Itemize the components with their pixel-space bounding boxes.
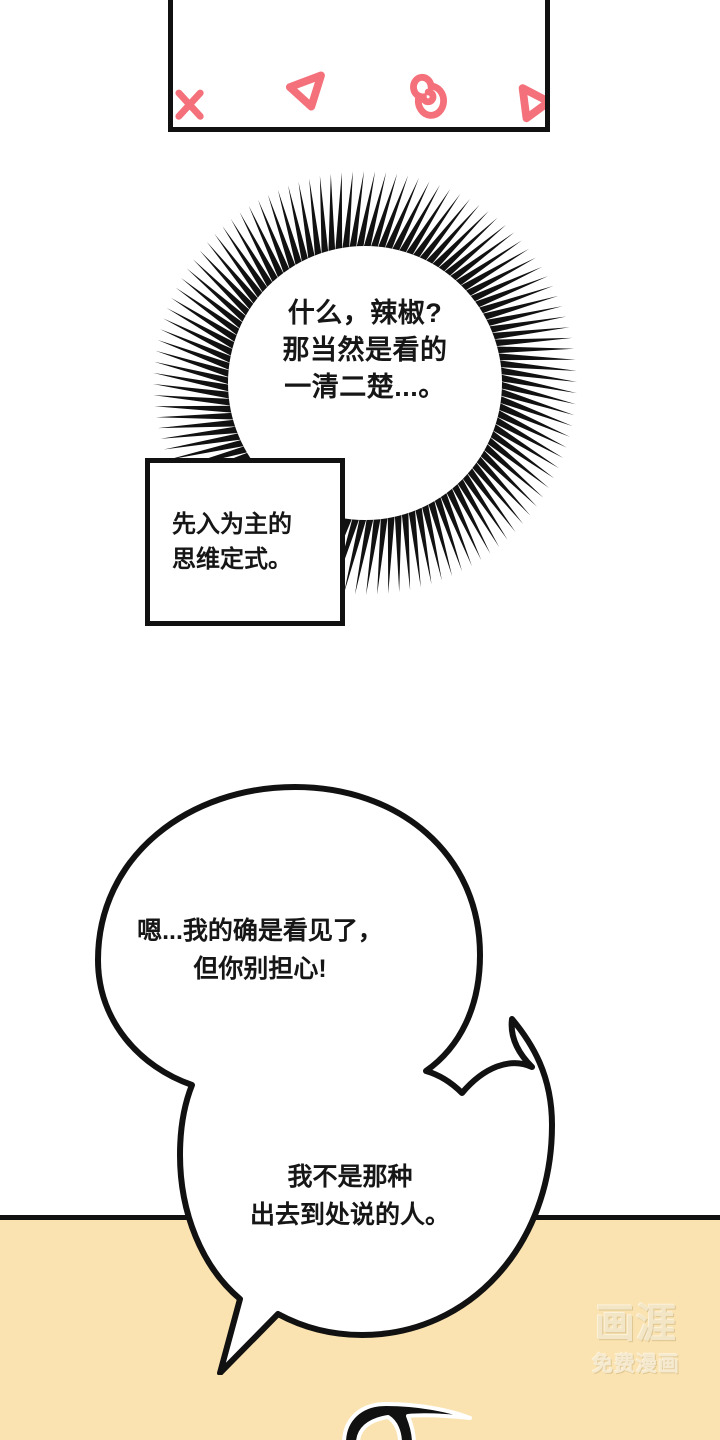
- dialogue-lower-lobe-text: 我不是那种 出去到处说的人。: [249, 1163, 450, 1229]
- narration-caption-text: 先入为主的 思维定式。: [172, 511, 292, 573]
- hair-tuft-sliver: [342, 1402, 472, 1440]
- top-panel: [168, 0, 550, 132]
- dialogue-bubble-shape: [95, 784, 555, 1375]
- site-watermark: 画涯 免费漫画: [566, 1300, 706, 1378]
- dialogue-upper-lobe-text: 嗯...我的确是看见了， 但你别担心!: [137, 917, 383, 983]
- x-mark-doodle: [175, 89, 204, 120]
- spiral-doodle: [410, 74, 447, 119]
- doodle-layer: [175, 71, 545, 123]
- watermark-subtitle: 免费漫画: [592, 1353, 680, 1376]
- shout-bubble-text: 什么，辣椒? 那当然是看的 一清二楚...。: [282, 298, 448, 402]
- watermark-logo: 画涯: [595, 1302, 677, 1346]
- dialogue-bubble: [80, 775, 560, 1375]
- triangle-doodle-right: [518, 84, 545, 123]
- narration-caption-box: 先入为主的 思维定式。: [145, 458, 345, 626]
- triangle-doodle: [285, 71, 325, 111]
